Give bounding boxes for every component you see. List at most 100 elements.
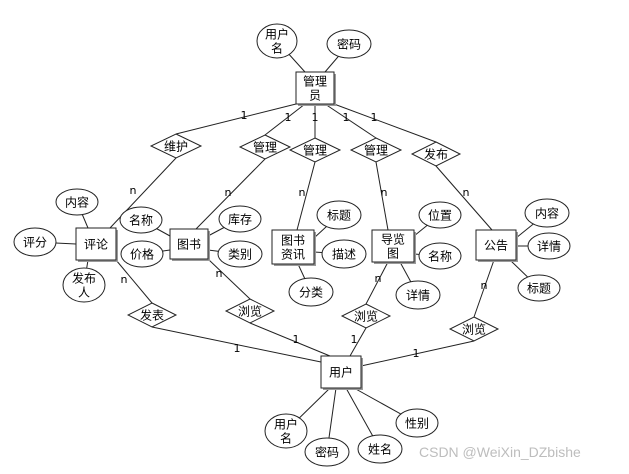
attribute-ellipse	[288, 277, 334, 307]
cardinality-label: 1	[343, 111, 350, 124]
attribute-comment-score: 评分	[13, 227, 57, 257]
attribute-ellipse	[55, 188, 99, 216]
relationship-label: 维护	[164, 139, 188, 153]
cardinality-label: 1	[293, 333, 300, 346]
cardinality-label: n	[121, 273, 128, 286]
relationship-link-rel-manage-guide-b	[375, 161, 389, 231]
entity-label: 图书	[177, 237, 201, 251]
watermark: CSDN @WeiXin_DZbishe	[419, 444, 581, 460]
relationship-link-rel-manage-guide-a	[324, 103, 377, 139]
attribute-bookinfo-title: 标题	[316, 200, 362, 230]
entity-guide: 导览图	[371, 229, 416, 264]
relationship-diamond	[410, 141, 462, 167]
relationship-diamond	[238, 134, 292, 160]
attribute-ellipse	[395, 408, 439, 438]
relationship-link-rel-browse-guide-b	[349, 327, 367, 357]
attribute-comment-content: 内容	[55, 188, 99, 216]
attribute-ellipse	[119, 206, 163, 234]
attribute-label: 姓名	[368, 441, 392, 456]
attribute-book-category: 类别	[217, 240, 263, 268]
cardinality-label: 1	[312, 111, 319, 124]
attribute-label: 用户名	[274, 416, 298, 445]
cardinality-label: 1	[234, 342, 241, 355]
relationship-diamond	[448, 316, 500, 342]
attribute-ellipse	[524, 198, 570, 228]
attribute-comment-publisher: 发布人	[62, 267, 106, 303]
attribute-ellipse	[418, 201, 462, 229]
attribute-guide-location: 位置	[418, 201, 462, 229]
entity-label: 公告	[484, 238, 508, 252]
attribute-notice-detail: 详情	[527, 232, 571, 260]
entity-box	[475, 229, 517, 261]
entity-label: 评论	[84, 237, 108, 251]
cardinality-label: n	[481, 279, 488, 292]
entity-book: 图书	[169, 228, 210, 261]
attribute-ellipse	[395, 280, 441, 310]
entity-box	[271, 229, 315, 265]
entity-comment: 评论	[75, 227, 118, 262]
relationship-link-rel-manage-book-a	[264, 103, 306, 136]
relationship-link-rel-browse-book-b	[249, 322, 331, 357]
cardinality-label: 1	[351, 333, 358, 346]
relationship-diamond	[126, 302, 178, 328]
relationship-label: 管理	[253, 139, 277, 154]
entity-admin: 管理员	[295, 71, 336, 106]
attribute-bookinfo-category: 分类	[288, 277, 334, 307]
relationship-diamond	[149, 133, 203, 159]
relationship-link-rel-publish-b	[435, 165, 493, 231]
relationship-rel-publish: 发布	[410, 141, 462, 167]
attribute-ellipse	[326, 29, 372, 59]
entity-user: 用户	[320, 355, 363, 390]
entity-label: 用户	[329, 364, 353, 379]
attribute-ellipse	[256, 23, 298, 59]
entity-box	[295, 71, 335, 105]
cardinality-label: 1	[285, 111, 292, 124]
cardinality-label: n	[216, 267, 223, 280]
attribute-label: 发布人	[72, 270, 96, 299]
attribute-ellipse	[13, 227, 57, 257]
relationship-rel-manage-guide: 管理	[349, 137, 403, 163]
attribute-ellipse	[321, 239, 367, 269]
attribute-label: 标题	[327, 208, 351, 222]
attribute-label: 详情	[406, 287, 430, 302]
attribute-book-price: 价格	[120, 240, 164, 268]
cardinality-label: 1	[371, 111, 378, 124]
relationship-label: 发布	[424, 146, 448, 161]
attribute-label: 名称	[129, 212, 153, 227]
attribute-user-gender: 性别	[395, 408, 439, 438]
attribute-label: 位置	[428, 207, 452, 222]
attribute-user-name: 姓名	[357, 434, 403, 464]
entity-box	[371, 229, 415, 263]
attribute-ellipse	[218, 205, 262, 233]
relationship-diamond	[340, 303, 392, 329]
attribute-admin-password: 密码	[326, 29, 372, 59]
relationship-rel-browse-book: 浏览	[224, 298, 276, 324]
attribute-user-username: 用户名	[264, 413, 308, 449]
relationship-label: 浏览	[462, 321, 486, 336]
cardinality-label: n	[130, 184, 137, 197]
attribute-admin-username: 用户名	[256, 23, 298, 59]
attribute-label: 评分	[23, 235, 47, 249]
attribute-label: 描述	[332, 247, 356, 261]
attribute-ellipse	[62, 267, 106, 303]
relationship-diamond	[224, 298, 276, 324]
cardinality-label: n	[299, 186, 306, 199]
attribute-label: 详情	[537, 238, 561, 253]
attribute-label: 库存	[228, 211, 252, 226]
entity-box	[75, 227, 117, 261]
relationship-link-rel-post-b	[151, 326, 322, 363]
attribute-label: 价格	[130, 246, 154, 261]
attribute-ellipse	[120, 240, 164, 268]
relationship-link-rel-manage-book-b	[195, 158, 266, 230]
entity-bookinfo: 图书资讯	[271, 229, 316, 266]
cardinality-label: n	[375, 272, 382, 285]
attribute-label: 密码	[315, 444, 339, 459]
relationship-rel-manage-info: 管理	[288, 137, 342, 163]
cardinality-label: 1	[413, 347, 420, 360]
attribute-book-name: 名称	[119, 206, 163, 234]
relationship-link-rel-browse-guide-a	[365, 261, 389, 305]
entity-notice: 公告	[475, 229, 518, 262]
entity-label: 导览图	[381, 231, 405, 260]
attribute-notice-title: 标题	[517, 274, 561, 302]
